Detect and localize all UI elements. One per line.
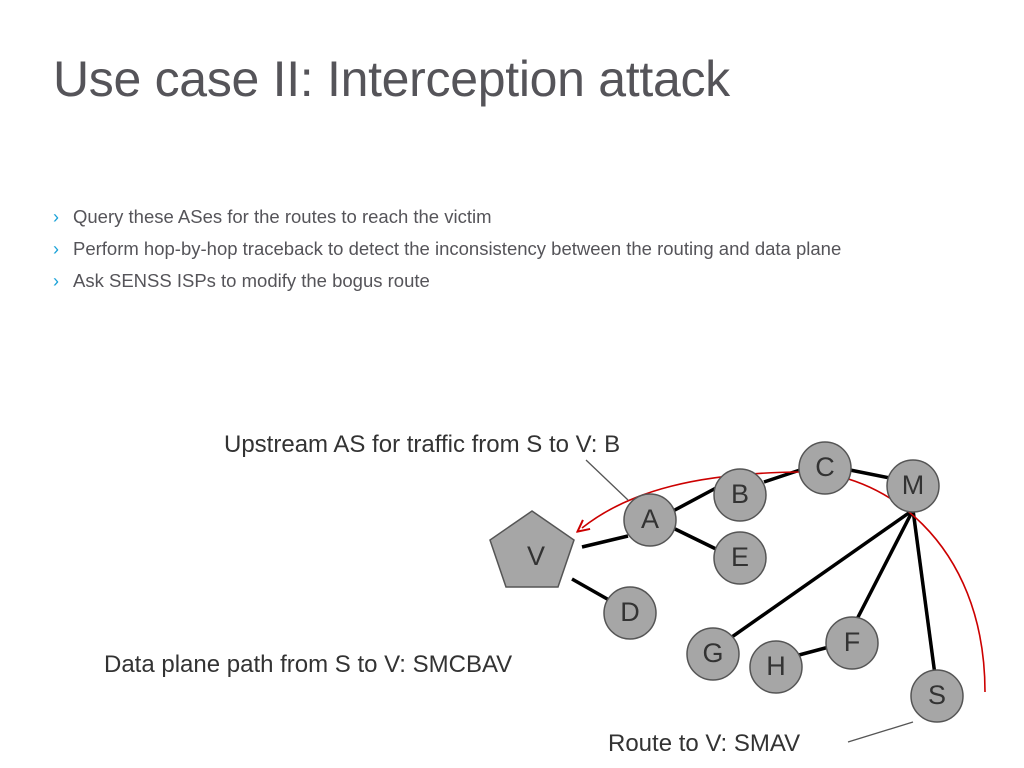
edge-v-d bbox=[571, 577, 610, 602]
node-label: B bbox=[731, 479, 749, 509]
node-label: S bbox=[928, 680, 946, 710]
edge-h-f bbox=[798, 645, 830, 657]
edge-m-f bbox=[853, 509, 915, 624]
bullet-item: › Ask SENSS ISPs to modify the bogus rou… bbox=[53, 268, 983, 294]
node-label: V bbox=[527, 541, 545, 571]
node-g: G bbox=[686, 627, 740, 681]
node-s: S bbox=[910, 669, 964, 723]
chevron-right-icon: › bbox=[53, 271, 59, 291]
slide-title: Use case II: Interception attack bbox=[53, 51, 730, 107]
bullet-text: Ask SENSS ISPs to modify the bogus route bbox=[73, 270, 430, 291]
edge-c-m bbox=[849, 468, 891, 480]
chevron-right-icon: › bbox=[53, 239, 59, 259]
node-h: H bbox=[749, 640, 803, 694]
node-label: F bbox=[844, 627, 861, 657]
bullet-item: › Perform hop-by-hop traceback to detect… bbox=[53, 236, 983, 262]
edge-m-g bbox=[727, 508, 915, 641]
node-f: F bbox=[825, 616, 879, 670]
node-label: A bbox=[641, 504, 659, 534]
route-annotation: Route to V: SMAV bbox=[608, 730, 800, 757]
node-label: H bbox=[766, 651, 786, 681]
data-plane-annotation: Data plane path from S to V: SMCBAV bbox=[104, 651, 512, 678]
node-b: B bbox=[713, 468, 767, 522]
node-label: D bbox=[620, 597, 640, 627]
edge-a-b bbox=[672, 486, 717, 513]
bullet-text: Perform hop-by-hop traceback to detect t… bbox=[73, 238, 842, 259]
node-label: E bbox=[731, 542, 749, 572]
node-e: E bbox=[713, 531, 767, 585]
upstream-callout-line bbox=[585, 459, 629, 501]
edge-v-a bbox=[581, 534, 629, 549]
node-label: M bbox=[902, 470, 925, 500]
node-v: V bbox=[489, 510, 575, 588]
route-callout-line bbox=[847, 721, 914, 743]
bullet-item: › Query these ASes for the routes to rea… bbox=[53, 204, 983, 230]
node-a: A bbox=[623, 493, 677, 547]
node-c: C bbox=[798, 441, 852, 495]
edge-a-e bbox=[672, 526, 717, 551]
node-label: G bbox=[702, 638, 723, 668]
node-d: D bbox=[603, 586, 657, 640]
upstream-annotation: Upstream AS for traffic from S to V: B bbox=[224, 431, 620, 458]
node-m: M bbox=[886, 459, 940, 513]
bullet-list: › Query these ASes for the routes to rea… bbox=[53, 204, 983, 300]
edge-m-s bbox=[911, 509, 937, 676]
chevron-right-icon: › bbox=[53, 207, 59, 227]
bullet-text: Query these ASes for the routes to reach… bbox=[73, 206, 492, 227]
node-label: C bbox=[815, 452, 835, 482]
